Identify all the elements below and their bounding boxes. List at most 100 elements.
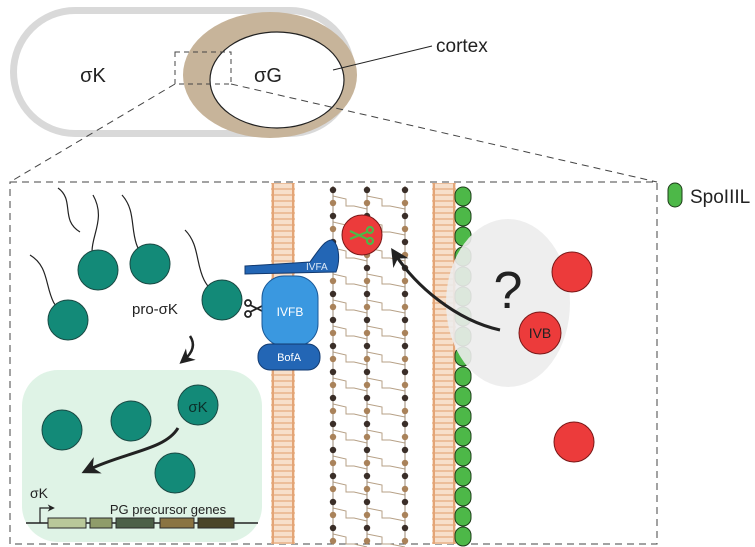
pg-sugar-bead — [363, 277, 371, 285]
pro-sigma-k-protein — [77, 249, 119, 291]
spoiiil-protein — [454, 486, 472, 507]
pg-crosslink — [332, 299, 368, 314]
pg-sugar-bead — [401, 355, 409, 363]
pg-sugar-bead — [363, 329, 371, 337]
pg-sugar-bead — [329, 212, 337, 220]
pg-sugar-bead — [363, 264, 371, 272]
pro-sigma-k-protein — [47, 299, 89, 341]
pro-sigma-k-tails — [29, 187, 223, 319]
pg-crosslink — [366, 403, 406, 418]
pg-sugar-bead — [329, 472, 337, 480]
spoiiil-protein — [454, 466, 472, 487]
legend: SpoIIIL — [667, 182, 750, 208]
pg-sugar-bead — [329, 355, 337, 363]
pg-sugar-bead — [401, 394, 409, 402]
cortex-label: cortex — [436, 36, 488, 57]
sigma-k-binding-arrow — [81, 427, 180, 474]
pg-sugar-bead — [401, 537, 409, 545]
pg-sugar-bead — [329, 329, 337, 337]
pg-sugar-bead — [363, 368, 371, 376]
pg-sugar-bead — [329, 420, 337, 428]
pg-sugar-bead — [363, 290, 371, 298]
pg-sugar-bead — [401, 316, 409, 324]
pg-sugar-bead — [363, 459, 371, 467]
pg-crosslink — [366, 351, 406, 366]
pg-crosslink — [332, 195, 368, 210]
active-sigma-k-proteins — [41, 384, 219, 494]
pg-crosslink — [366, 195, 406, 210]
pg-sugar-bead — [401, 446, 409, 454]
question-mark: ? — [494, 262, 523, 320]
pg-sugar-bead — [363, 186, 371, 194]
gene-block — [197, 517, 235, 529]
pg-sugar-bead — [401, 485, 409, 493]
pg-sugar-bead — [401, 420, 409, 428]
ivb-protein — [518, 311, 562, 355]
pg-sugar-bead — [401, 225, 409, 233]
cortex-pointer-line — [332, 45, 433, 71]
pg-sugar-bead — [329, 498, 337, 506]
pg-crosslink — [332, 533, 368, 547]
spoiiil-protein — [454, 366, 472, 387]
sigma-k-protein — [177, 384, 219, 426]
ivfa-protein — [244, 239, 340, 275]
pg-sugar-bead — [329, 277, 337, 285]
promoter-sigma-k-label: σK — [30, 485, 49, 501]
pg-crosslink — [366, 377, 406, 392]
peptidoglycan-cortex — [329, 186, 409, 547]
pg-crosslink — [332, 429, 368, 444]
spoiiil-protein — [454, 206, 472, 227]
gene-block — [47, 517, 87, 529]
ivb-label: IVB — [529, 325, 552, 341]
spoiiil-protein — [454, 386, 472, 407]
pg-sugar-bead — [363, 537, 371, 545]
pg-sugar-bead — [401, 199, 409, 207]
scissors-icon — [244, 299, 263, 318]
forespore-sigma-g-label: σG — [254, 65, 282, 87]
pg-crosslink — [332, 247, 368, 262]
pg-sugar-bead — [363, 472, 371, 480]
pg-sugar-bead — [401, 186, 409, 194]
pg-crosslink — [332, 351, 368, 366]
pg-sugar-bead — [363, 342, 371, 350]
sigma-k-protein — [41, 409, 83, 451]
pg-sugar-bead — [363, 316, 371, 324]
pg-sugar-bead — [329, 446, 337, 454]
spoiiil-protein — [454, 446, 472, 467]
pg-sugar-bead — [363, 394, 371, 402]
pg-sugar-bead — [401, 290, 409, 298]
pg-sugar-bead — [329, 303, 337, 311]
pg-crosslink — [366, 299, 406, 314]
forespore-membrane — [432, 183, 456, 544]
pro-sigma-k-protein — [129, 243, 171, 285]
pg-crosslink — [366, 481, 406, 496]
pg-sugar-bead — [401, 342, 409, 350]
pg-sugar-bead — [363, 407, 371, 415]
spoiiil-legend-swatch — [667, 182, 683, 208]
ivb-free-protein — [551, 251, 593, 293]
active-sigma-k-label: σK — [188, 399, 207, 416]
pg-sugar-bead — [363, 199, 371, 207]
pro-sigma-k-proteins — [47, 243, 243, 341]
pg-sugar-bead — [329, 368, 337, 376]
pg-crosslink — [366, 455, 406, 470]
pg-sugar-bead — [363, 433, 371, 441]
pg-sugar-bead — [401, 472, 409, 480]
spoiiil-protein — [454, 506, 472, 527]
pg-sugar-bead — [363, 511, 371, 519]
processing-arrow — [179, 335, 196, 364]
pg-sugar-bead — [401, 329, 409, 337]
pg-sugar-bead — [401, 381, 409, 389]
pg-sugar-bead — [329, 186, 337, 194]
pg-sugar-bead — [401, 212, 409, 220]
pg-crosslink — [332, 481, 368, 496]
pg-sugar-bead — [401, 303, 409, 311]
pg-sugar-bead — [329, 524, 337, 532]
pg-sugar-bead — [401, 238, 409, 246]
pg-sugar-bead — [401, 433, 409, 441]
bofa-label: BofA — [277, 352, 302, 364]
pg-sugar-bead — [329, 433, 337, 441]
cell-overview: σK σG cortex — [10, 7, 488, 138]
pg-sugar-bead — [401, 511, 409, 519]
